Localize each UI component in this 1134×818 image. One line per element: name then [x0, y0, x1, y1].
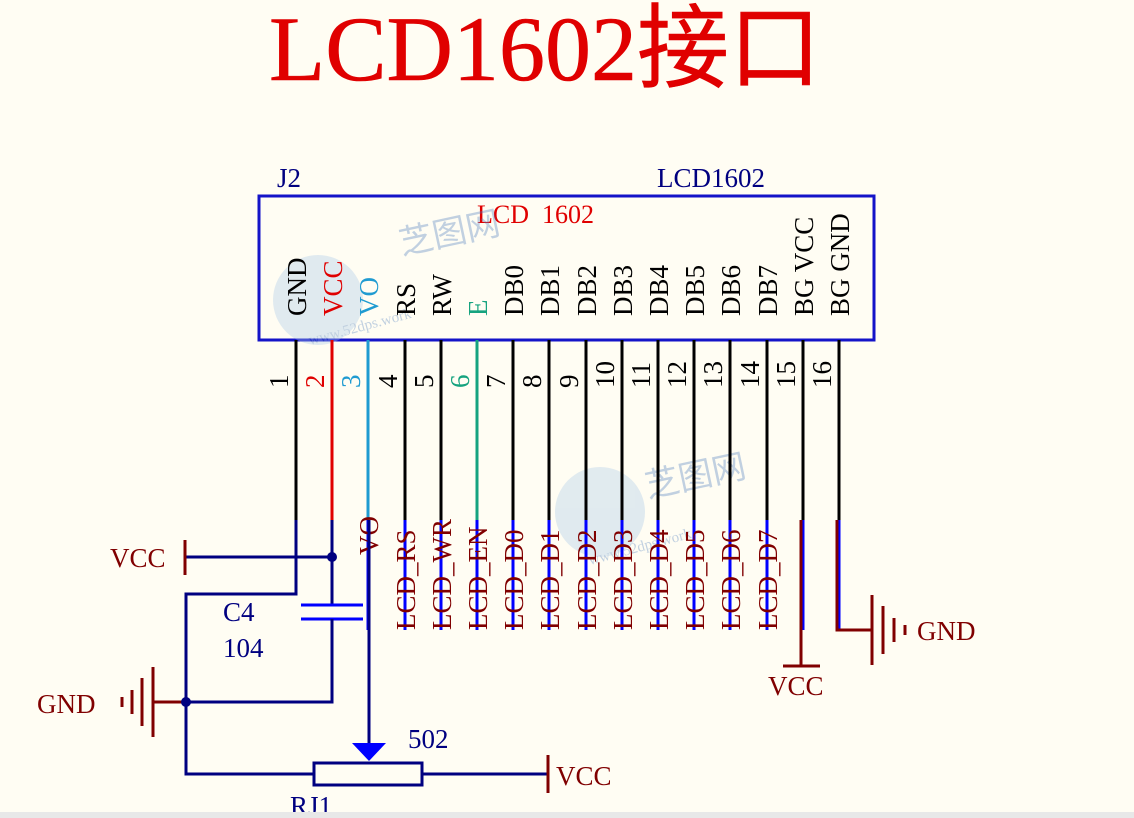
pin-name-label: DB2	[572, 265, 602, 316]
schematic-title: LCD1602接口	[269, 0, 821, 100]
pin-1: GND 1	[264, 258, 312, 520]
vcc-left-label: VCC	[110, 543, 166, 573]
svg-text:芝图网: 芝图网	[396, 204, 504, 262]
pin-name-label: RW	[427, 273, 457, 316]
pin-number-label: 11	[626, 362, 656, 388]
component-part-name: LCD1602	[657, 163, 765, 193]
net-label: LCD_D1	[535, 530, 565, 631]
pin-name-label: GND	[282, 258, 312, 317]
net-label: LCD_D2	[572, 530, 602, 631]
net-label: LCD_D6	[716, 530, 746, 631]
pin-16: BG GND 16	[807, 213, 855, 630]
pin-number-label: 6	[445, 375, 475, 389]
net-label: LCD_D0	[499, 530, 529, 631]
net-label: LCD_RS	[391, 529, 421, 630]
junction-gnd	[181, 697, 191, 707]
pin-number-label: 8	[517, 375, 547, 389]
net-label: LCD_EN	[463, 527, 493, 631]
pin-group: GND1VCC2VO3VORS4LCD_RSRW5LCD_WRE6LCD_END…	[264, 213, 855, 630]
pin-name-label: RS	[391, 283, 421, 316]
pin-number-label: 12	[662, 361, 692, 388]
pin-number-label: 3	[336, 375, 366, 389]
pot-value: 502	[408, 724, 449, 754]
pin-2: VCC 2	[300, 260, 348, 520]
vcc-left-power-port: VCC	[110, 540, 337, 575]
vcc-bottom-label: VCC	[768, 671, 824, 701]
pin-number-label: 4	[373, 374, 403, 388]
pin-number-label: 10	[590, 361, 620, 388]
capacitor-c4: C4 104	[186, 520, 363, 704]
pin-number-label: 9	[554, 375, 584, 389]
pin-name-label: DB7	[753, 265, 783, 316]
pin-number-label: 15	[771, 361, 801, 388]
pin-name-label: DB6	[716, 265, 746, 316]
bottom-scroll-edge	[0, 812, 1134, 818]
gnd-right-label: GND	[917, 616, 976, 646]
vcc-pot-label: VCC	[556, 761, 612, 791]
component-designator: J2	[277, 163, 301, 193]
pin-name-label: VO	[354, 277, 384, 316]
gnd-left-power-port: GND	[37, 667, 191, 737]
net-label: LCD_D3	[608, 530, 638, 631]
capacitor-value: 104	[223, 633, 264, 663]
pin-15: BG VCC 15	[771, 217, 819, 630]
lcd-component-body	[257, 194, 876, 342]
pin-number-label: 1	[264, 375, 294, 389]
pin-name-label: BG VCC	[789, 217, 819, 316]
net-label: LCD_D7	[753, 530, 783, 631]
pin-name-label: DB3	[608, 265, 638, 316]
component-body-label: LCD 1602	[477, 200, 594, 229]
gnd-left-label: GND	[37, 689, 96, 719]
vcc-bottom-power-port: VCC	[768, 520, 824, 701]
pin-name-label: E	[463, 300, 493, 317]
pin-name-label: DB0	[499, 265, 529, 316]
pin-number-label: 16	[807, 361, 837, 388]
net-label: LCD_D5	[680, 530, 710, 631]
pin-number-label: 13	[698, 361, 728, 388]
pin-number-label: 14	[735, 361, 765, 389]
pin-number-label: 7	[481, 375, 511, 389]
pin-number-label: 5	[409, 375, 439, 389]
net-label: LCD_WR	[427, 519, 457, 630]
pin-name-label: DB1	[535, 265, 565, 316]
pin-name-label: DB4	[644, 264, 674, 316]
pin-number-label: 2	[300, 375, 330, 389]
pin-name-label: VCC	[318, 260, 348, 316]
pin-name-label: BG GND	[825, 213, 855, 316]
pin-name-label: DB5	[680, 265, 710, 316]
gnd-wire	[184, 520, 314, 776]
gnd-right-power-port: GND	[835, 520, 976, 665]
capacitor-designator: C4	[223, 597, 255, 627]
net-label: LCD_D4	[644, 529, 674, 630]
